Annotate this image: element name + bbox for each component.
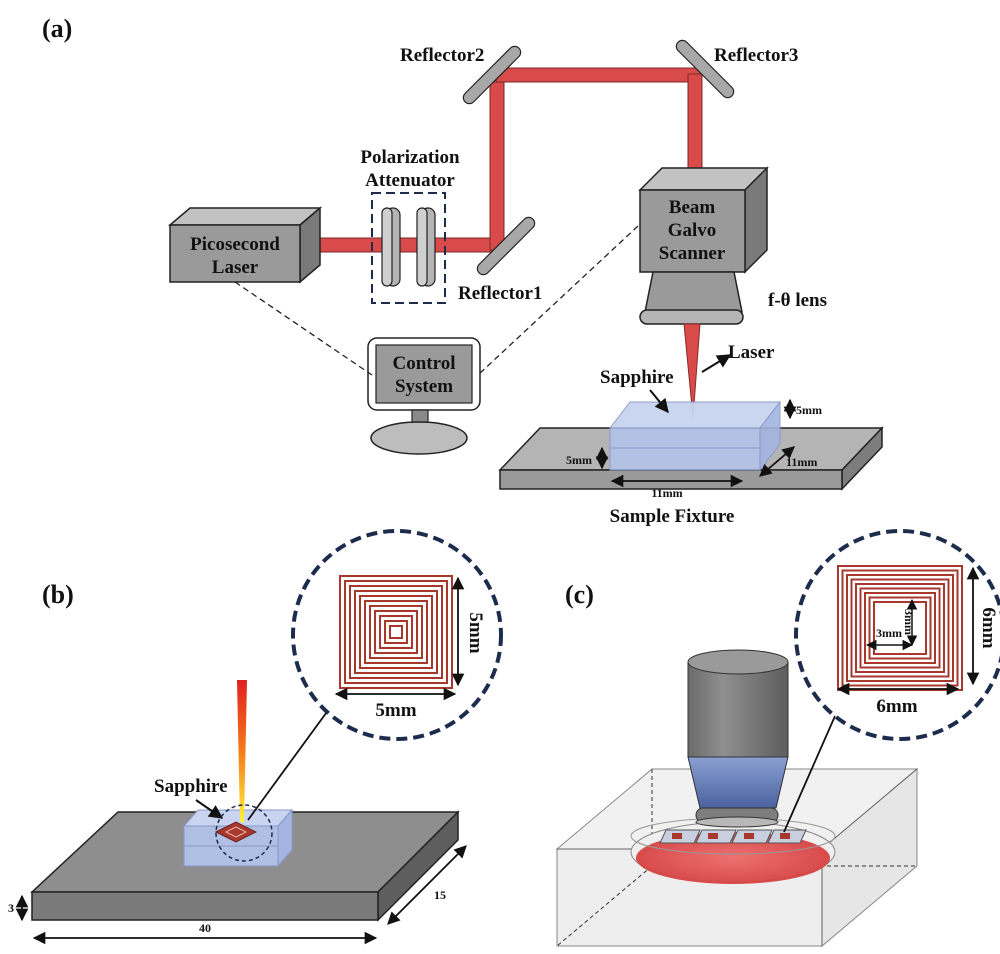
- polarization-attenuator: Polarization Attenuator: [360, 147, 460, 304]
- reflector-2-label: Reflector2: [400, 45, 484, 66]
- scanner-label-1: Beam: [669, 197, 716, 218]
- attenuator-label-1: Polarization: [360, 147, 460, 168]
- panel-label-a: (a): [42, 14, 72, 43]
- zoom-width-b: 5mm: [375, 700, 416, 721]
- sample-chips: [659, 829, 807, 844]
- spiral-ring: [384, 620, 408, 644]
- spiral-ring: [354, 590, 438, 674]
- spiral-ring: [374, 610, 418, 654]
- sapphire-label: Sapphire: [600, 367, 674, 388]
- laser-label-1: Picosecond: [190, 234, 280, 255]
- inner-width-c: 3mm: [876, 626, 902, 640]
- f-theta-lens: f-θ lens: [639, 271, 827, 325]
- laser-beam-path: [309, 67, 703, 253]
- control-system-monitor: Control System: [367, 337, 481, 455]
- spiral-ring: [855, 583, 945, 673]
- dim-arrow-depth: [759, 446, 795, 477]
- laser-flame-b: [237, 680, 247, 822]
- galvo-scanner-box: Beam Galvo Scanner: [638, 166, 769, 274]
- attenuator-label-2: Attenuator: [365, 170, 455, 191]
- dim-height-right: 5mm: [796, 403, 822, 417]
- zoom-arrow-b: [247, 692, 341, 821]
- petri-dish: [630, 817, 836, 884]
- dim-depth-b: 15: [434, 888, 446, 902]
- objective-lens: [687, 649, 789, 828]
- scanner-label-2: Galvo: [668, 220, 717, 241]
- picosecond-laser-box: Picosecond Laser: [167, 206, 323, 284]
- dim-width: 11mm: [651, 486, 682, 500]
- sapphire-arrow: [649, 389, 669, 414]
- spiral-ring: [859, 587, 941, 669]
- laser-pointer-arrow: [701, 354, 732, 373]
- focused-laser: [683, 323, 701, 419]
- sapphire-label-b: Sapphire: [154, 776, 228, 797]
- spiral-ring: [846, 574, 954, 682]
- zoom-circle-small-b: [215, 804, 273, 862]
- dim-arrow-depth-b: [387, 845, 467, 925]
- spiral-ring: [359, 595, 433, 669]
- dim-height-left: 5mm: [566, 453, 592, 467]
- dim-depth: 11mm: [786, 455, 817, 469]
- reflector-3-label: Reflector3: [714, 45, 798, 66]
- zoom-height-b: 5mm: [465, 612, 486, 653]
- zoom-width-c: 6mm: [876, 696, 917, 717]
- fixture-label: Sample Fixture: [610, 506, 735, 527]
- reflector-1-label: Reflector1: [458, 283, 542, 304]
- spiral-ring: [868, 596, 932, 660]
- control-label-2: System: [395, 376, 453, 397]
- square-spiral-c: [837, 565, 963, 691]
- laser-label-2: Laser: [212, 257, 259, 278]
- laser-control-link: [234, 281, 373, 376]
- spiral-ring: [349, 585, 443, 679]
- panel-label-c: (c): [565, 580, 594, 609]
- reflector-1: Reflector1: [458, 216, 542, 304]
- control-label-1: Control: [393, 353, 456, 374]
- scanner-control-link: [477, 225, 639, 376]
- dim-width-b: 40: [199, 921, 211, 935]
- sapphire-arrow-b: [195, 799, 224, 819]
- spiral-ring: [344, 580, 448, 684]
- lens-label: f-θ lens: [768, 290, 827, 311]
- zoom-height-c: 6mm: [978, 607, 999, 648]
- spiral-ring: [864, 592, 936, 664]
- dim-thickness-b: 3: [8, 901, 14, 915]
- spiral-ring: [369, 605, 423, 659]
- spiral-ring: [850, 578, 950, 678]
- spiral-ring: [379, 615, 413, 649]
- spiral-ring: [364, 600, 428, 664]
- sapphire-block-b: [182, 808, 294, 868]
- sapphire-block: [608, 400, 782, 472]
- inner-height-c: 3mm: [902, 609, 916, 635]
- laser-beam-label: Laser: [728, 342, 775, 363]
- panel-label-b: (b): [42, 580, 74, 609]
- scanner-label-3: Scanner: [659, 243, 726, 264]
- reflector-2: Reflector2: [400, 45, 522, 105]
- spiral-ring: [873, 601, 927, 655]
- spiral-ring: [389, 625, 403, 639]
